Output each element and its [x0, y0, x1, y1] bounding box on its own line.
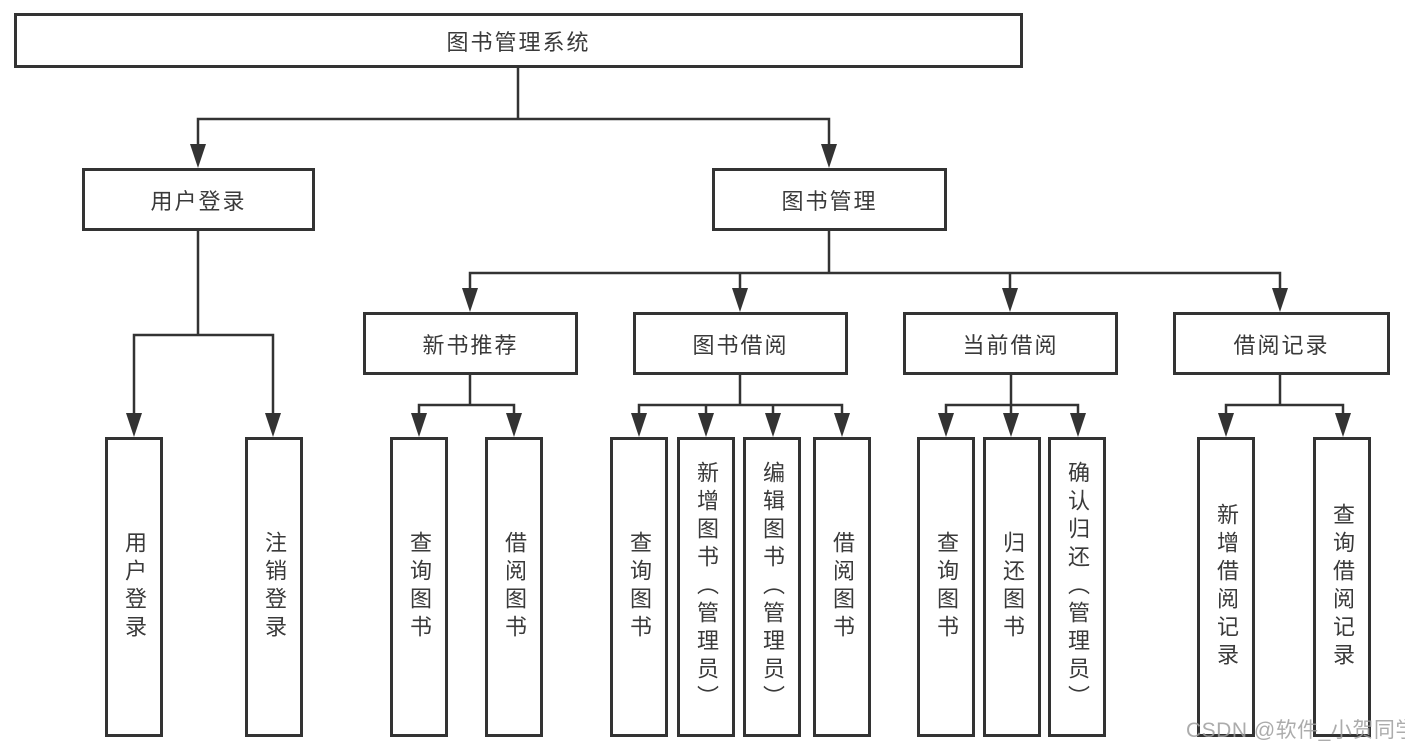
- node-label: 查询图书: [934, 531, 959, 643]
- node-label: 新增借阅记录: [1214, 503, 1239, 671]
- arrowhead-icon: [506, 413, 522, 437]
- arrowhead-icon: [1070, 413, 1086, 437]
- arrowhead-icon: [462, 288, 478, 312]
- arrowhead-icon: [126, 413, 142, 437]
- leaf-query-books-borrowing: 查询图书: [610, 437, 668, 737]
- arrowhead-icon: [1002, 288, 1018, 312]
- connector-current-borrowing: [944, 375, 1080, 419]
- node-label: 图书管理系统: [446, 29, 591, 55]
- node-label: 查询借阅记录: [1330, 503, 1355, 671]
- node-label: 当前借阅: [962, 332, 1059, 358]
- arrowhead-icon: [1218, 413, 1234, 437]
- connector-borrowing-records: [1224, 375, 1345, 419]
- leaf-borrow-books-recommend: 借阅图书: [485, 437, 543, 737]
- arrowhead-icon: [732, 288, 748, 312]
- arrowhead-icon: [834, 413, 850, 437]
- arrowhead-icon: [1272, 288, 1288, 312]
- connector-user-login: [132, 231, 275, 419]
- leaf-logout: 注销登录: [245, 437, 303, 737]
- node-borrowing-records: 借阅记录: [1173, 312, 1390, 375]
- arrowhead-icon: [265, 413, 281, 437]
- node-label: 图书管理: [781, 188, 878, 214]
- leaf-add-books-admin: 新增图书（管理员）: [677, 437, 735, 737]
- arrowhead-icon: [1335, 413, 1351, 437]
- arrowhead-icon: [938, 413, 954, 437]
- node-label: 借阅记录: [1233, 332, 1330, 358]
- node-current-borrowing: 当前借阅: [903, 312, 1118, 375]
- connector-book-management: [468, 231, 1282, 294]
- arrowhead-icon: [821, 144, 837, 168]
- leaf-user-login: 用户登录: [105, 437, 163, 737]
- leaf-edit-books-admin: 编辑图书（管理员）: [743, 437, 801, 737]
- leaf-borrow-books-borrowing: 借阅图书: [813, 437, 871, 737]
- node-label: 用户登录: [150, 188, 247, 214]
- node-user-login: 用户登录: [82, 168, 315, 231]
- arrowhead-icon: [190, 144, 206, 168]
- node-root: 图书管理系统: [14, 13, 1023, 68]
- node-label: 新增图书（管理员）: [694, 461, 719, 713]
- arrowhead-icon: [765, 413, 781, 437]
- leaf-return-books: 归还图书: [983, 437, 1041, 737]
- arrowhead-icon: [698, 413, 714, 437]
- leaf-query-books-current: 查询图书: [917, 437, 975, 737]
- node-label: 归还图书: [1000, 531, 1025, 643]
- arrowhead-icon: [631, 413, 647, 437]
- leaf-query-books-recommend: 查询图书: [390, 437, 448, 737]
- node-label: 编辑图书（管理员）: [760, 461, 785, 713]
- node-label: 图书借阅: [692, 332, 789, 358]
- node-label: 查询图书: [407, 531, 432, 643]
- leaf-query-borrow-record: 查询借阅记录: [1313, 437, 1371, 737]
- node-book-borrowing: 图书借阅: [633, 312, 848, 375]
- arrowhead-icon: [1003, 413, 1019, 437]
- leaf-add-borrow-record: 新增借阅记录: [1197, 437, 1255, 737]
- connector-root: [196, 68, 831, 150]
- node-label: 注销登录: [262, 531, 287, 643]
- node-new-book-recommendation: 新书推荐: [363, 312, 578, 375]
- node-label: 借阅图书: [502, 531, 527, 643]
- node-label: 查询图书: [627, 531, 652, 643]
- arrowhead-icon: [411, 413, 427, 437]
- node-label: 确认归还（管理员）: [1065, 461, 1090, 713]
- node-label: 新书推荐: [422, 332, 519, 358]
- csdn-watermark: CSDN @软件_小贺同学: [1186, 719, 1405, 742]
- connector-new-book-recommendation: [417, 375, 516, 419]
- node-label: 借阅图书: [830, 531, 855, 643]
- node-book-management: 图书管理: [712, 168, 947, 231]
- node-label: 用户登录: [122, 531, 147, 643]
- leaf-confirm-return-admin: 确认归还（管理员）: [1048, 437, 1106, 737]
- connector-book-borrowing: [637, 375, 844, 419]
